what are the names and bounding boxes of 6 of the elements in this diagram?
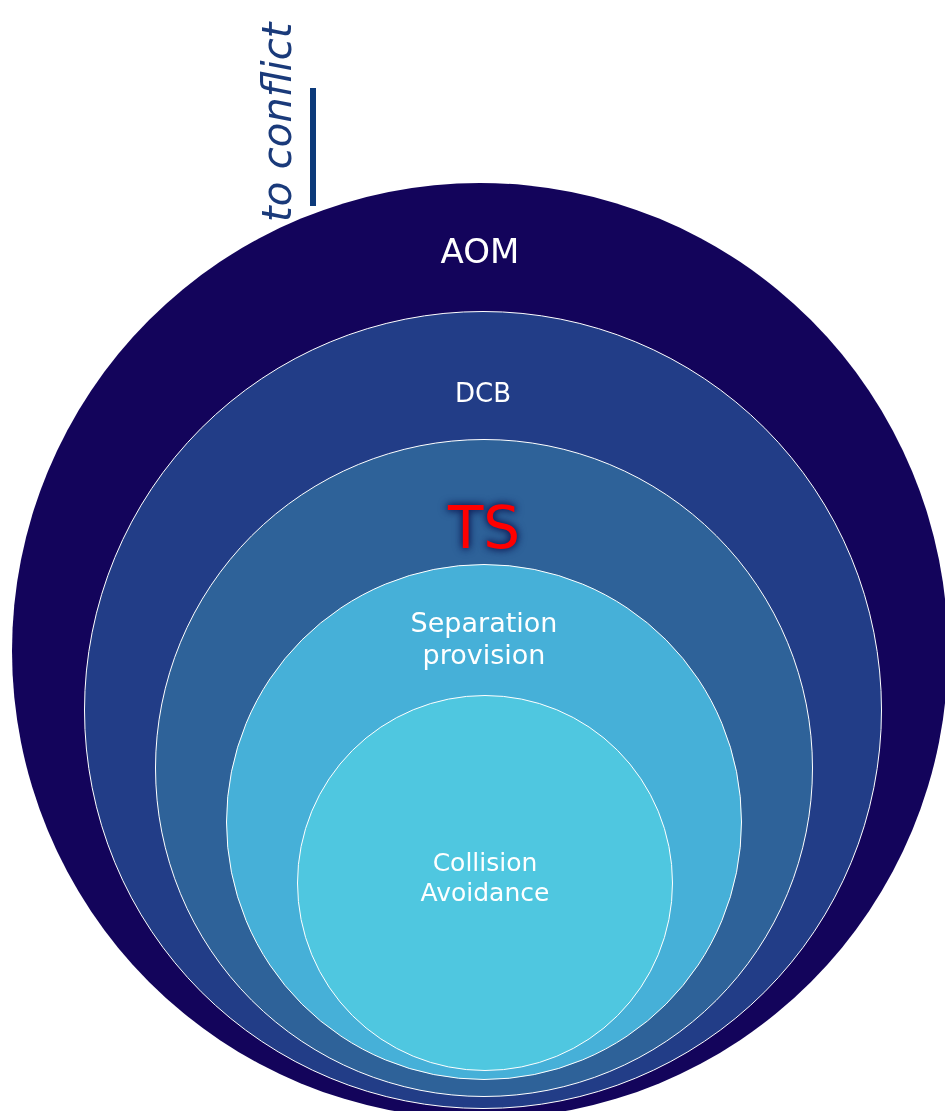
circle-label: DCB — [454, 378, 512, 410]
circle-label: Separation provision — [409, 607, 559, 672]
circle-label: AOM — [439, 231, 521, 272]
circle-label: Collision Avoidance — [419, 848, 551, 908]
circle-label: TS — [446, 494, 522, 564]
axis-label: to conflict — [254, 22, 300, 222]
